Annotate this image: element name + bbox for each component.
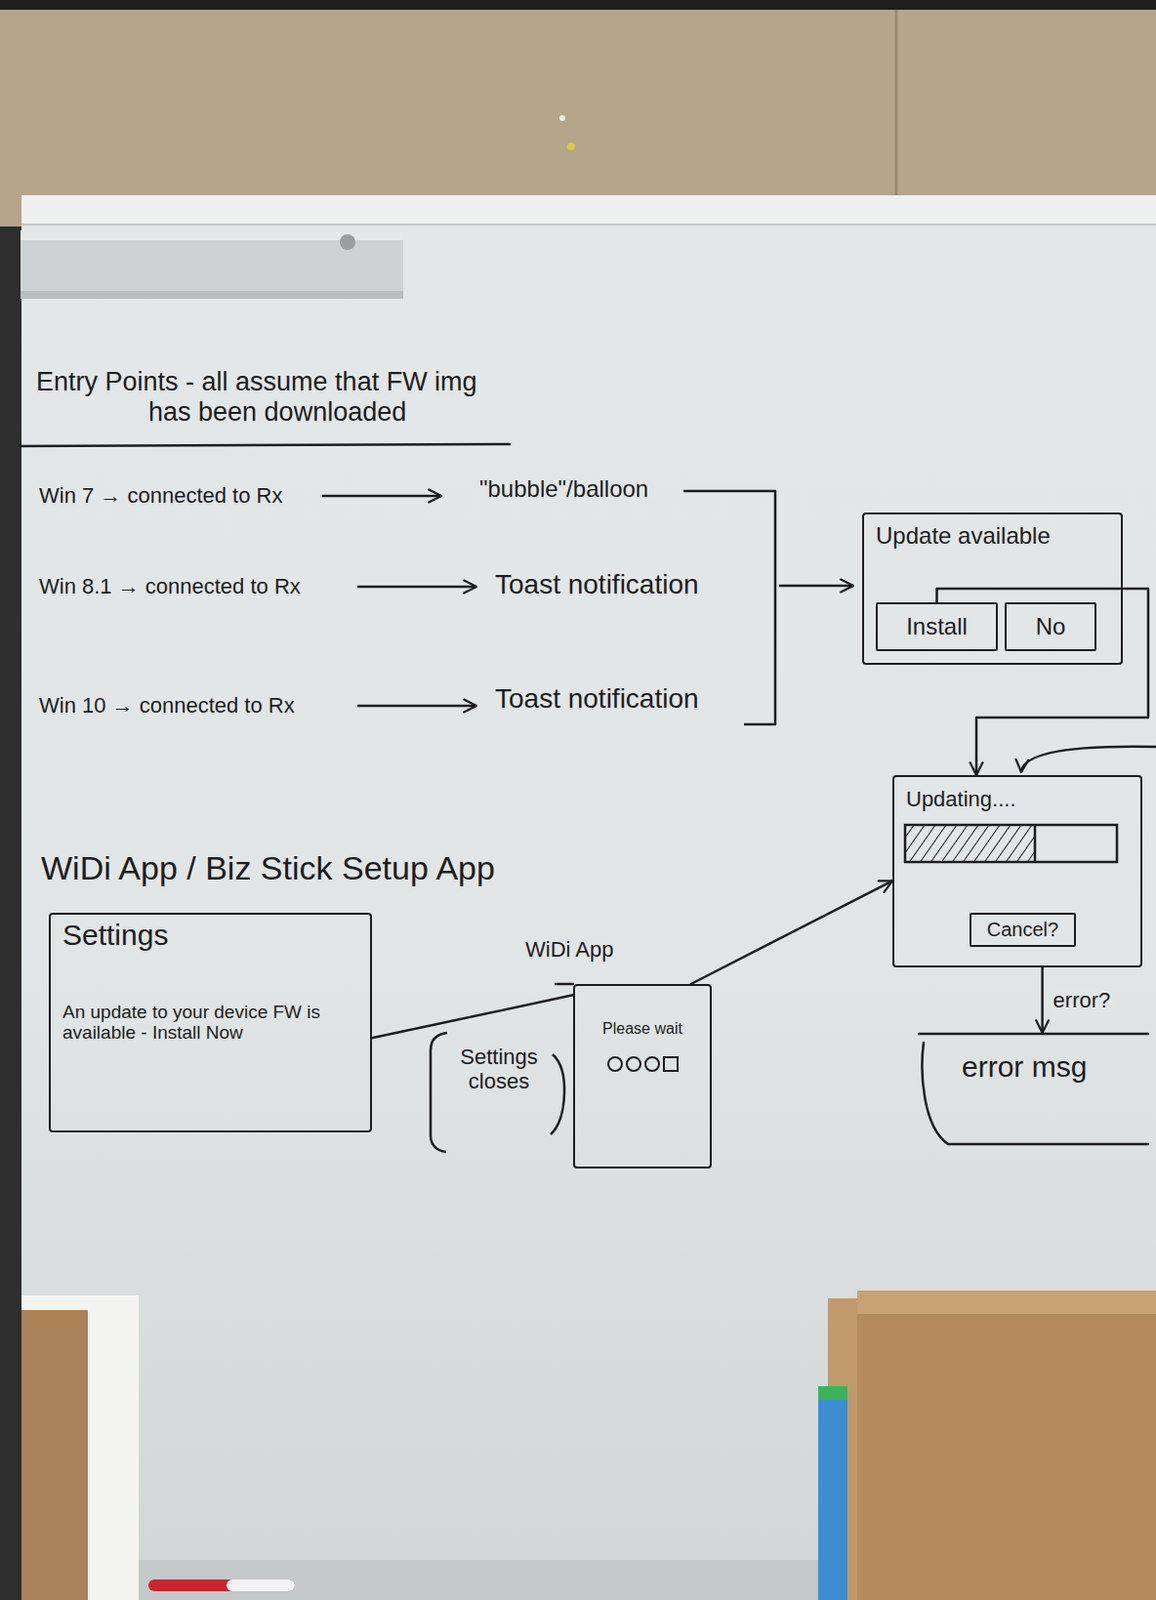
board-frame-edge (21, 223, 1156, 226)
connector (371, 994, 574, 1038)
error-text: error msg (961, 1050, 1089, 1085)
progress-dialog: Updating.... Cancel? (892, 775, 1143, 968)
wall-seam (895, 9, 899, 215)
progress-bar (905, 825, 1117, 863)
panel-heading: Settings (62, 918, 359, 953)
incoming-arrow (1021, 746, 1156, 773)
install-button: Install (875, 602, 998, 652)
loading-dot (645, 1057, 660, 1072)
notification-type: Toast notification (495, 569, 700, 601)
label-slot: Win 8.1 → connected to Rx (39, 574, 301, 599)
white-board-sheet (21, 1295, 139, 1600)
push-pin (567, 142, 576, 151)
label-slot: Toast notification (495, 569, 700, 601)
label-slot: Win 7 → connected to Rx (39, 483, 283, 508)
board-ledge (20, 230, 404, 295)
entry-point-text: Win 7 → connected to Rx (39, 483, 283, 508)
red-marker (148, 1579, 295, 1592)
dialog-title: Updating.... (906, 786, 1129, 812)
section-heading: WiDi App / Biz Stick Setup App (41, 849, 496, 888)
flow-arrow (779, 584, 854, 588)
cardboard-piece (21, 1310, 88, 1600)
app-window: WiDi AppPlease wait (573, 984, 712, 1169)
note-bracket (430, 1032, 448, 1153)
board-frame-top (21, 195, 1156, 225)
ceiling-edge (0, 0, 1156, 10)
progress-edge (1033, 825, 1037, 863)
panel-message: An update to your device FW is available… (62, 1001, 359, 1045)
title-slot: Entry Points - all assume that FW img ha… (36, 367, 510, 428)
entry-point-text: Win 8.1 → connected to Rx (39, 574, 301, 599)
title-underline (20, 444, 510, 447)
settings-panel: Settings An update to your device FW is a… (48, 912, 372, 1133)
button-label: No (1035, 613, 1067, 641)
dialog-box: Update availableInstall No (862, 512, 1123, 665)
loading-dot (608, 1057, 622, 1072)
blue-bottle (818, 1386, 848, 1600)
label-slot: WiDi App / Biz Stick Setup App (41, 849, 496, 888)
flow-arrow (357, 704, 477, 708)
bottle-cap (818, 1386, 848, 1401)
loading-dot (663, 1057, 678, 1072)
button-label: Cancel? (987, 918, 1059, 942)
button-label: Install (906, 613, 968, 641)
notification-type: "bubble"/balloon (479, 475, 649, 503)
label-slot: Toast notification (495, 683, 700, 715)
marker-cap (226, 1579, 295, 1592)
flow-arrow (357, 585, 477, 589)
fabric-wall (0, 0, 1156, 227)
dialog-title: Update available (875, 522, 1110, 550)
label-slot: Settings closes (441, 1044, 557, 1095)
window-top-line (554, 983, 575, 987)
notification-type: Toast notification (495, 683, 700, 715)
entry-point-text: Win 10 → connected to Rx (39, 693, 295, 718)
progress-fill (905, 825, 1035, 863)
push-pin (559, 115, 566, 122)
connector (691, 880, 893, 985)
note-bracket (550, 1054, 565, 1135)
connector (937, 588, 1150, 776)
shape-outline (918, 1032, 1149, 1149)
label-slot: Win 10 → connected to Rx (39, 693, 295, 718)
edge-label: error? (1050, 988, 1115, 1013)
ledge-screw (339, 234, 356, 250)
ledge-shadow (20, 290, 404, 299)
side-note: Settings closes (441, 1044, 557, 1095)
box-flap (857, 1290, 1156, 1315)
shape-outline-path (918, 1033, 1149, 1145)
cardboard-box (857, 1290, 1156, 1600)
cancel-button: Cancel? (969, 912, 1076, 948)
window-heading: WiDi App (525, 937, 614, 962)
loading-dot (626, 1057, 641, 1072)
edge-label-slot: error? (1050, 988, 1115, 1013)
heading-text: Entry Points - all assume that FW img ha… (36, 367, 510, 428)
label-slot: "bubble"/balloon (479, 475, 649, 503)
connector (1040, 967, 1044, 1033)
error-message: error msg (918, 1032, 1149, 1149)
flow-arrow (322, 495, 442, 498)
status-text: Please wait (580, 1020, 704, 1038)
no-button: No (1004, 602, 1097, 652)
